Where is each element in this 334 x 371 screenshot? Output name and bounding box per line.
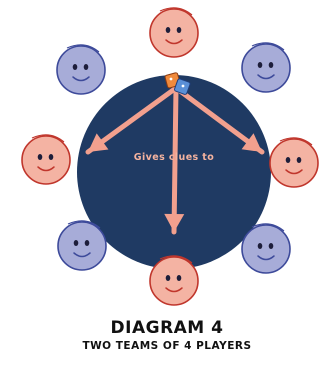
face-smile (285, 169, 303, 175)
face-eye (165, 275, 171, 281)
face-smile (37, 166, 55, 172)
center-label: Gives clues to (134, 152, 214, 163)
face-head (21, 135, 71, 185)
player-face-blue (57, 220, 107, 271)
diagram-canvas: Gives clues to (21, 7, 319, 306)
face-sketch-line (159, 7, 193, 16)
face-head (241, 224, 291, 274)
face-eye (176, 27, 182, 33)
diagram-title: Diagram 4 (110, 318, 224, 338)
dice-icon (164, 72, 191, 95)
clue-arrowhead (241, 133, 262, 152)
face-eye (176, 275, 182, 281)
face-head (241, 43, 291, 93)
face-eye (83, 64, 89, 70)
player-face-red (149, 7, 199, 58)
face-eye (73, 240, 79, 246)
clue-arrows (85, 85, 265, 235)
face-eye (165, 27, 171, 33)
face-head (269, 138, 319, 188)
face-smile (257, 74, 275, 80)
face-head (56, 45, 106, 95)
face-eye (257, 62, 263, 68)
face-eye (72, 64, 78, 70)
face-eye (48, 154, 54, 160)
player-face-red (149, 255, 199, 306)
face-head (57, 221, 107, 271)
face-eye (84, 240, 90, 246)
player-face-red (21, 134, 71, 185)
clue-arrow-line (171, 85, 179, 235)
face-smile (257, 255, 275, 261)
clue-arrowhead (88, 133, 109, 152)
face-sketch-line (31, 134, 65, 143)
face-head (149, 256, 199, 306)
players-ring (21, 7, 319, 306)
face-sketch-line (67, 220, 101, 229)
player-face-red (269, 137, 319, 188)
face-smile (72, 76, 90, 82)
face-sketch-line (159, 255, 193, 264)
die-pip (181, 84, 185, 88)
face-sketch-line (251, 42, 285, 51)
player-face-blue (241, 42, 291, 93)
face-smile (165, 39, 183, 45)
player-face-blue (56, 44, 106, 95)
face-smile (73, 252, 91, 258)
clue-arrowhead (164, 213, 185, 232)
diagram-subtitle: Two teams of 4 players (82, 340, 252, 352)
face-sketch-line (279, 137, 313, 146)
face-head (149, 8, 199, 58)
face-eye (296, 157, 302, 163)
face-eye (257, 243, 263, 249)
clue-arrow-line (85, 85, 179, 155)
face-smile (165, 287, 183, 293)
face-sketch-line (251, 223, 285, 232)
face-sketch-line (66, 44, 100, 53)
player-face-blue (241, 223, 291, 274)
face-eye (268, 243, 274, 249)
face-eye (268, 62, 274, 68)
die-pip (169, 77, 173, 81)
face-eye (37, 154, 43, 160)
face-eye (285, 157, 291, 163)
